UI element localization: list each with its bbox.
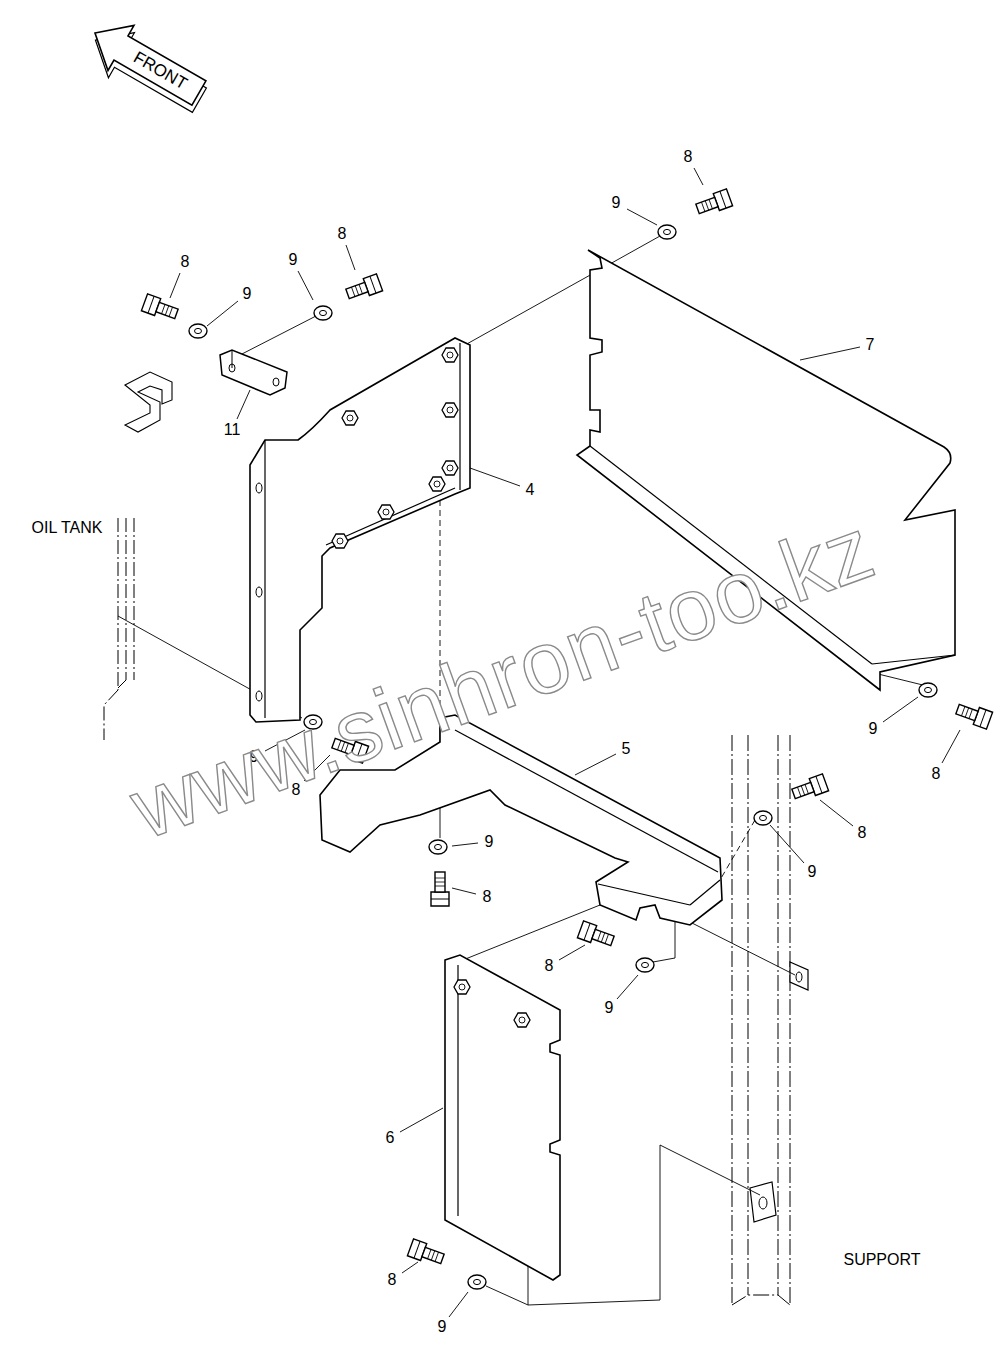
callout-number: 8 — [338, 226, 347, 242]
callout-number: 8 — [684, 149, 693, 165]
callout-number: 8 — [932, 766, 941, 782]
callout-number: 9 — [612, 195, 621, 211]
callout-number: 11 — [224, 422, 241, 438]
callout-number: 6 — [386, 1130, 395, 1146]
callout-number: 9 — [869, 721, 878, 737]
clip-phantom — [125, 372, 172, 432]
callout-number: 9 — [605, 1000, 614, 1016]
arrow-label: FRONT — [130, 48, 189, 92]
small-bracket — [220, 350, 287, 395]
watermark: www.sinhron-too.kz — [120, 503, 884, 853]
oil-tank-phantom — [104, 518, 134, 740]
component-name: OIL TANK — [32, 520, 103, 536]
callout-number: 7 — [866, 337, 875, 353]
support-tabs — [750, 962, 808, 1222]
component-name: SUPPORT — [843, 1252, 920, 1268]
vertical-plate — [445, 955, 560, 1280]
callout-number: 4 — [526, 482, 535, 498]
callout-number: 8 — [483, 889, 492, 905]
callout-number: 5 — [622, 741, 631, 757]
callout-number: 9 — [438, 1319, 447, 1335]
callout-number: 9 — [289, 252, 298, 268]
callout-number: 9 — [243, 286, 252, 302]
callout-number: 9 — [485, 834, 494, 850]
callout-number: 9 — [808, 864, 817, 880]
front-arrow — [79, 10, 215, 122]
callout-number: 8 — [545, 958, 554, 974]
callout-number: 8 — [858, 825, 867, 841]
callout-number: 8 — [388, 1272, 397, 1288]
callout-number: 8 — [181, 254, 190, 270]
support-phantom — [732, 735, 790, 1305]
